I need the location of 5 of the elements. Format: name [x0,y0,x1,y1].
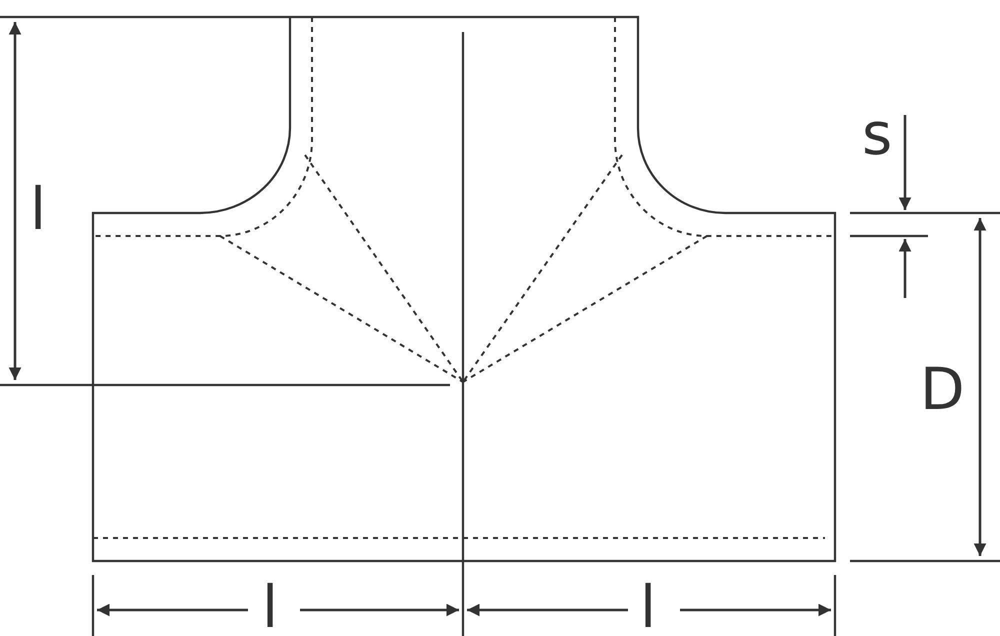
dimension-label: s [862,105,892,163]
dimension-label: l [640,578,656,636]
dimension-label: l [30,180,46,238]
dimension-label: l [262,578,278,636]
dimension-label: D [920,360,965,418]
